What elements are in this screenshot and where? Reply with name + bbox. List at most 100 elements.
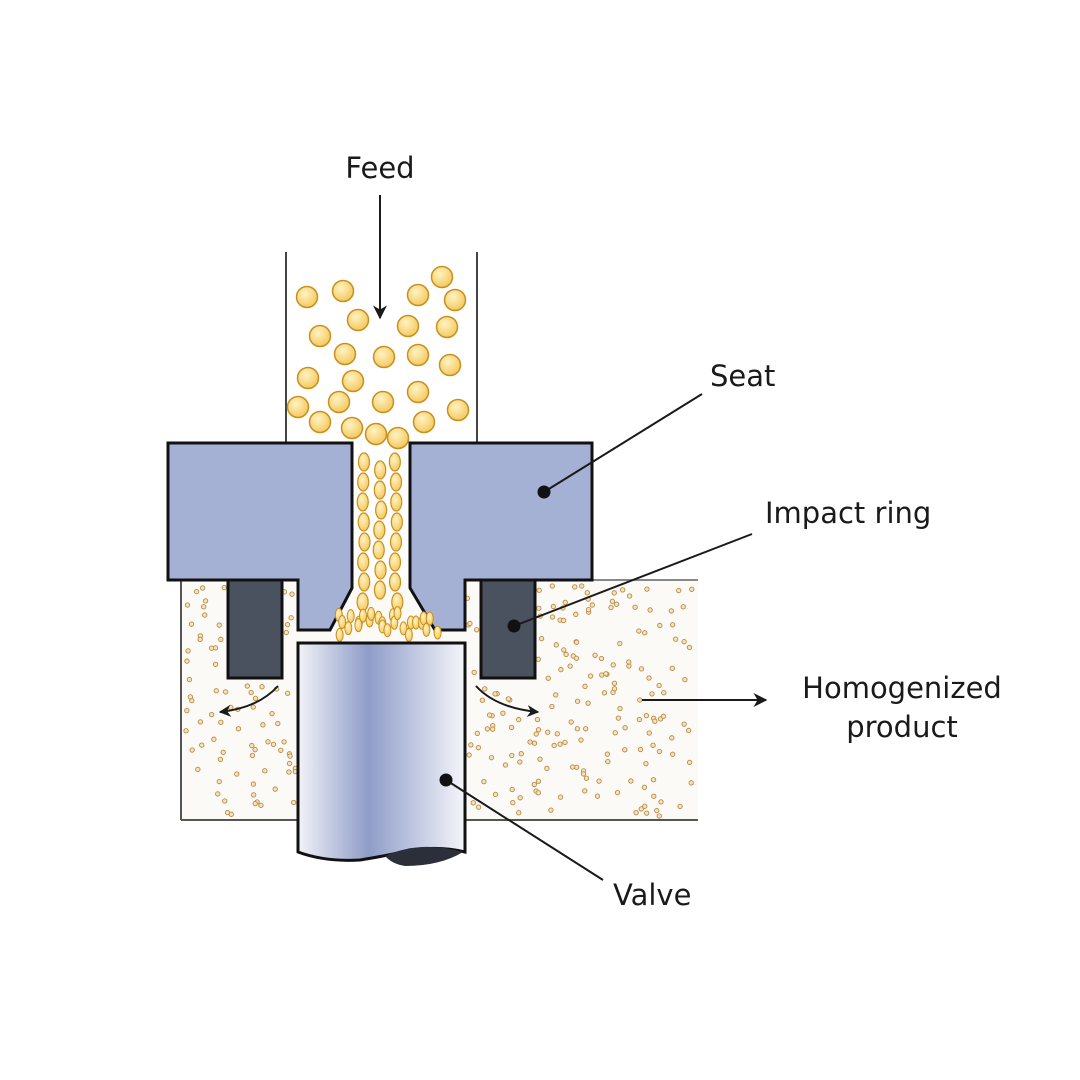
fine-particle	[657, 622, 663, 629]
fine-particle	[202, 612, 208, 618]
feed-particle	[295, 285, 319, 309]
fine-particle	[212, 661, 219, 668]
bore-particle	[356, 592, 369, 612]
fine-particle	[589, 602, 595, 608]
fine-particle	[536, 587, 542, 593]
fine-particle	[603, 671, 609, 677]
fine-particle	[636, 716, 643, 723]
feed-particle	[286, 395, 310, 419]
fine-particle	[632, 604, 638, 610]
fine-particle	[216, 778, 222, 785]
fine-particle	[278, 747, 284, 753]
fine-particle	[249, 742, 255, 749]
fine-particle	[479, 697, 486, 703]
fine-particle	[660, 713, 667, 719]
fine-particle	[224, 809, 231, 816]
fine-particle	[197, 636, 203, 643]
gap-particle	[338, 615, 347, 630]
fine-particle	[500, 710, 506, 716]
fine-particle	[482, 686, 488, 692]
fine-particle	[563, 651, 569, 657]
fine-particle	[199, 585, 206, 591]
fine-particle	[505, 696, 512, 702]
fine-particle	[681, 639, 687, 645]
fine-particle	[562, 739, 568, 746]
fine-particle	[287, 753, 293, 759]
fine-particle	[573, 639, 580, 645]
fine-particle	[585, 700, 591, 706]
fine-particle	[262, 768, 268, 774]
fine-particle	[626, 593, 633, 599]
bore-particle	[357, 552, 370, 572]
feed-particle	[346, 308, 370, 332]
feed-particles	[286, 265, 470, 450]
fine-particle	[573, 655, 580, 661]
fine-particle	[527, 739, 533, 745]
fine-particle	[574, 726, 580, 732]
fine-particle	[656, 748, 663, 755]
gap-particle	[383, 623, 392, 638]
fine-particle	[215, 791, 221, 797]
fine-particle	[468, 742, 474, 748]
fine-particle	[228, 704, 234, 710]
fine-particle	[222, 798, 228, 804]
feed-particle	[341, 369, 365, 393]
gap-particle	[425, 611, 434, 626]
fine-particle	[689, 586, 695, 592]
feed-particle	[308, 324, 332, 348]
fine-particle	[470, 800, 476, 806]
feed-particle	[364, 422, 388, 446]
fine-particle	[562, 599, 568, 606]
fine-particle	[611, 680, 618, 686]
fine-particle	[670, 751, 676, 757]
fine-particle	[269, 711, 275, 717]
fine-particle	[672, 636, 679, 642]
fine-particle	[669, 622, 676, 628]
gap-particle	[358, 608, 367, 623]
feed-particle	[443, 288, 467, 312]
fine-particle	[197, 719, 204, 725]
feed-particle	[340, 416, 364, 440]
fine-particle	[613, 601, 620, 607]
fine-particle	[636, 628, 642, 634]
fine-particle	[553, 642, 559, 648]
fine-particle	[642, 803, 648, 809]
flow-arrow-right	[475, 685, 540, 717]
gap-particle	[335, 627, 344, 642]
feed-particle	[386, 426, 410, 450]
fine-particle	[185, 648, 191, 654]
valve-leader	[439, 773, 604, 881]
fine-particle	[475, 804, 482, 810]
fine-particle	[518, 751, 524, 757]
bore-particle	[389, 532, 403, 552]
fine-particle	[558, 666, 564, 673]
bore-particle	[388, 572, 402, 592]
fine-particle	[622, 725, 628, 731]
feed-particle	[406, 283, 430, 307]
fine-particle	[467, 620, 473, 627]
fine-particle	[656, 682, 662, 689]
feed-particle	[430, 265, 454, 289]
fine-particle	[560, 617, 567, 624]
fine-particle	[484, 726, 491, 732]
fine-particle	[596, 778, 602, 784]
fine-particle	[647, 607, 653, 613]
feed-particle	[308, 410, 332, 434]
fine-particle	[668, 608, 674, 614]
bore-particles	[334, 452, 442, 642]
fine-particle	[669, 665, 675, 671]
fine-particle	[473, 627, 480, 633]
homogenized-label-line2: product	[846, 710, 958, 744]
fine-particle	[548, 807, 554, 813]
fine-particle	[208, 645, 215, 651]
fine-particle	[481, 778, 487, 785]
fine-particle	[617, 640, 623, 647]
fine-particle	[250, 704, 256, 710]
fine-particle	[216, 622, 222, 628]
fine-particle	[234, 771, 240, 777]
fine-particle	[610, 662, 616, 668]
fine-particle	[270, 741, 277, 747]
fine-particle	[605, 758, 611, 765]
fine-particle	[656, 813, 662, 819]
fine-particle	[199, 742, 205, 748]
